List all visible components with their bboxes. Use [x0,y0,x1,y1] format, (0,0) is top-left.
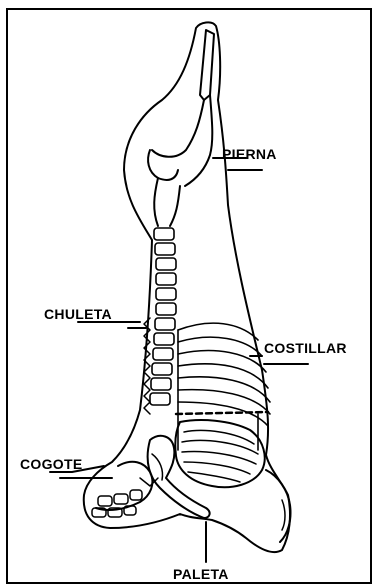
foreleg-stub [266,470,291,542]
label-paleta: PALETA [173,566,229,582]
shoulder-ribs [182,431,258,483]
label-costillar: COSTILLAR [264,340,347,356]
label-pierna: PIERNA [222,146,277,162]
label-chuleta: CHULETA [44,306,112,322]
cut-line-dashed [176,412,268,414]
label-cogote: COGOTE [20,456,82,472]
leg-bone [200,30,214,100]
neck-cut [96,462,152,510]
spine [150,228,176,405]
